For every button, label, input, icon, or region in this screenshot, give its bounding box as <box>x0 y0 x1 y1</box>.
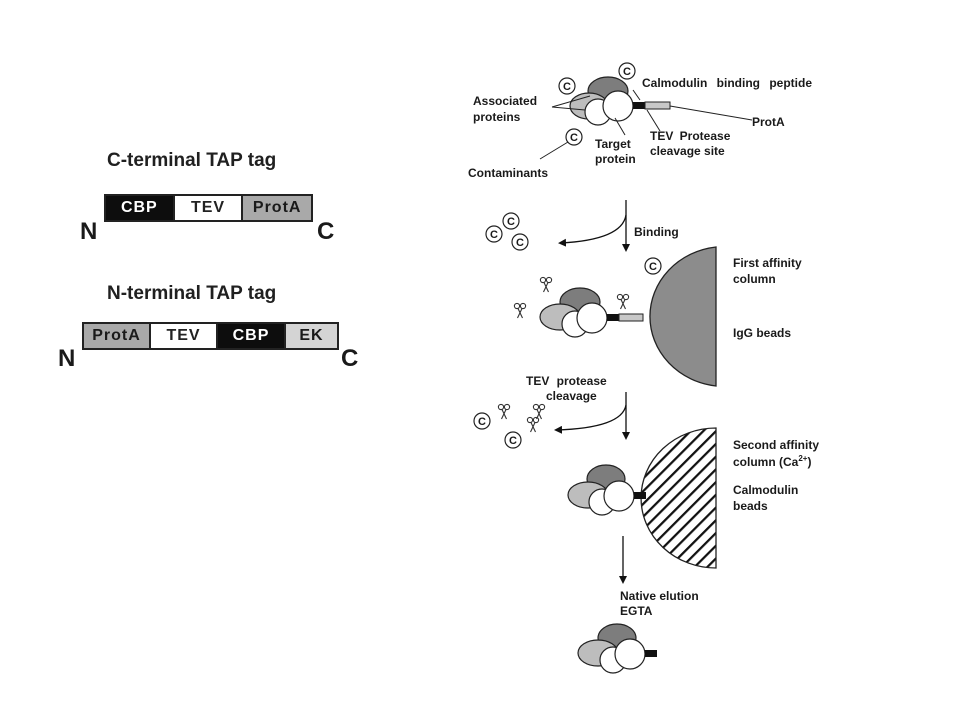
first-affinity-column-label-2: column <box>733 272 776 286</box>
calmodulin-bound-complex <box>567 464 646 516</box>
washed-contaminants-2: C C <box>473 403 546 449</box>
binding-label: Binding <box>634 225 679 239</box>
binding-arrows <box>558 200 630 252</box>
svg-text:C: C <box>563 81 571 93</box>
second-affinity-column-label-1: Second affinity <box>733 438 819 452</box>
tev-cleavage-arrows <box>554 392 630 440</box>
first-affinity-column-label-1: First affinity <box>733 256 802 270</box>
c-tag-cbp-segment: CBP <box>106 196 175 220</box>
n-terminal-n-label: N <box>58 345 76 372</box>
c-tag-prota-segment: ProtA <box>243 196 311 220</box>
n-terminal-c-label: C <box>341 345 359 372</box>
washed-contaminants-1: C C C <box>485 212 529 251</box>
bead-contaminant-mark: C <box>644 257 662 275</box>
contaminants-label: Contaminants <box>468 166 548 180</box>
svg-text:C: C <box>570 132 578 144</box>
eluted-protein-complex <box>577 623 657 674</box>
calmodulin-beads-label-2: beads <box>733 499 768 513</box>
c-terminal-c-label: C <box>317 218 335 245</box>
associated-proteins-label-1: Associated <box>473 94 537 108</box>
egta-label: EGTA <box>620 604 653 618</box>
svg-text:C: C <box>509 435 517 447</box>
n-tag-prota-segment: ProtA <box>84 324 151 348</box>
associated-proteins-label-2: proteins <box>473 110 521 124</box>
n-terminal-tag-title: N-terminal TAP tag <box>107 283 277 304</box>
c-tag-tev-segment: TEV <box>174 196 244 220</box>
cleavage-label: cleavage <box>546 389 597 403</box>
c-terminal-tag-title: C-terminal TAP tag <box>107 150 277 171</box>
calmodulin-bead-column <box>640 427 717 569</box>
target-protein-label-1: Target <box>595 137 631 151</box>
svg-text:C: C <box>507 216 515 228</box>
target-protein-label-2: protein <box>595 152 636 166</box>
svg-text:C: C <box>490 229 498 241</box>
svg-text:C: C <box>649 261 657 273</box>
prota-label: ProtA <box>752 115 785 129</box>
svg-text:C: C <box>516 237 524 249</box>
top-leader-lines <box>539 89 753 160</box>
svg-text:C: C <box>623 66 631 78</box>
calmodulin-beads-label-1: Calmodulin <box>733 483 798 497</box>
tev-cleavage-site-label-1: TEV Protease <box>650 129 731 143</box>
n-tag-tev-segment: TEV <box>151 324 218 348</box>
n-terminal-tag-bar: ProtA TEV CBP EK <box>82 322 339 350</box>
top-contaminant-marks: C C C <box>558 62 636 146</box>
n-tag-ek-segment: EK <box>286 324 337 348</box>
native-elution-label: Native elution <box>620 589 699 603</box>
calmodulin-binding-peptide-label: Calmodulin binding peptide <box>642 76 812 90</box>
tev-protease-label: TEV protease <box>526 374 607 388</box>
tev-cleavage-site-label-2: cleavage site <box>650 144 725 158</box>
second-affinity-column-label-2: column (Ca2+) <box>733 454 811 469</box>
c-terminal-tag-bar: CBP TEV ProtA <box>104 194 313 222</box>
bound-protein-complex <box>539 287 644 338</box>
n-tag-cbp-segment: CBP <box>218 324 286 348</box>
svg-text:C: C <box>478 416 486 428</box>
igg-bead-column <box>649 246 717 387</box>
igg-beads-label: IgG beads <box>733 326 791 340</box>
c-terminal-n-label: N <box>80 218 98 245</box>
